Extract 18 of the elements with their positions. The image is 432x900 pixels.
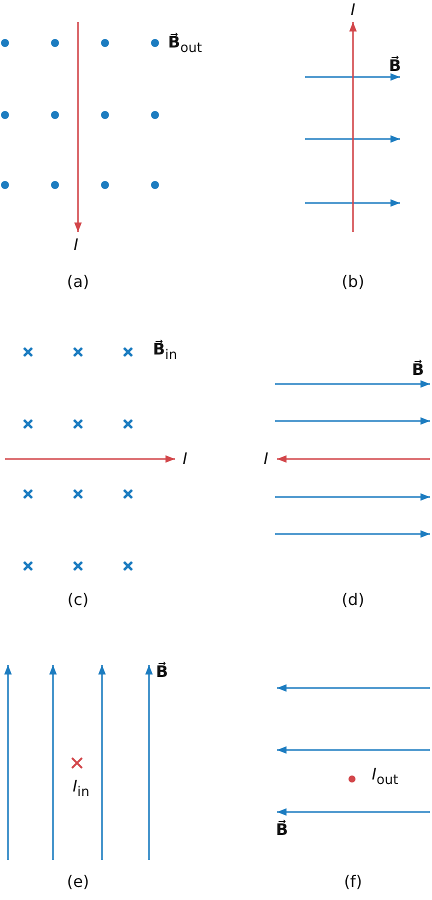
current-label: I	[74, 237, 78, 253]
current-label: I	[182, 451, 188, 467]
current-label: I	[264, 451, 268, 467]
panel-label: (a)	[66, 274, 90, 290]
panel-label: (c)	[67, 592, 89, 608]
panel-label: (e)	[66, 874, 90, 890]
field-label: B⃗	[388, 58, 402, 74]
field-label: B⃗	[156, 664, 168, 680]
current-label: I	[350, 2, 356, 18]
current-label: I$_{in}$	[72, 778, 90, 800]
panel-label: (d)	[342, 592, 364, 608]
panel-label: (f)	[344, 874, 362, 890]
field-label: B⃗	[276, 822, 288, 838]
field-label: B⃗	[412, 362, 424, 378]
field-label: B⃗$_{out}$	[168, 34, 202, 56]
field-label: B⃗$_{in}$	[152, 342, 178, 362]
current-label: I$_{out}$	[372, 766, 398, 788]
panel-label: (b)	[342, 274, 364, 290]
